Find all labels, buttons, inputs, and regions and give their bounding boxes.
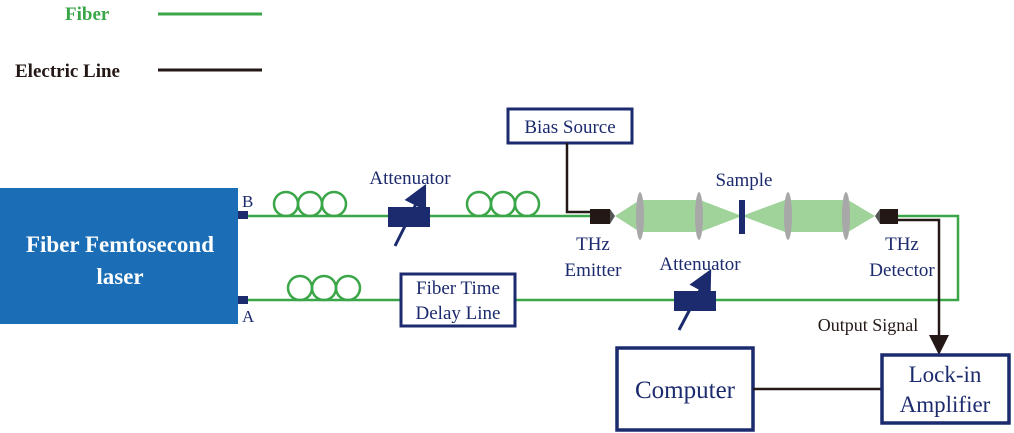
fiber-time-delay-line: Fiber Time Delay Line (399, 272, 517, 328)
fiber-coil-3 (286, 274, 362, 302)
fiber-femtosecond-laser: Fiber Femtosecond laser B A (0, 188, 255, 326)
thz-beam: Sample (615, 170, 875, 240)
thz-detector-body (880, 209, 898, 224)
fiber-coil-2 (465, 190, 541, 218)
lockin-label-line1: Lock-in (909, 362, 982, 387)
bias-source-label: Bias Source (524, 117, 615, 138)
attenuator-top-label: Attenuator (369, 168, 451, 189)
sample-plate (739, 200, 745, 234)
thz-emitter-tip (610, 209, 615, 224)
output-signal-label: Output Signal (818, 315, 919, 335)
beam-left (615, 200, 742, 232)
port-b (238, 211, 248, 219)
legend-fiber-label: Fiber (65, 4, 110, 25)
thz-detector-tip (875, 209, 880, 224)
delay-line-box (399, 272, 517, 328)
port-a (238, 296, 248, 304)
fiber-path-b: Attenuator (248, 168, 592, 247)
computer: Computer (615, 346, 755, 432)
attenuator-bottom-arrow-icon (677, 269, 712, 331)
attenuator-bottom: Attenuator (659, 254, 741, 331)
laser-label-line1: Fiber Femtosecond (26, 232, 214, 257)
lens-1 (636, 192, 644, 240)
lockin-box (880, 353, 1011, 425)
attenuator-top-arrow-icon (393, 183, 427, 247)
laser-label-line2: laser (96, 264, 143, 289)
delay-line-label-line2: Delay Line (416, 303, 501, 324)
sample-label: Sample (716, 170, 773, 191)
delay-line-label-line1: Fiber Time (416, 278, 500, 299)
thz-emitter: THz Emitter (565, 209, 623, 281)
beam-right (742, 200, 875, 232)
bias-electric-line (565, 143, 592, 214)
attenuator-top: Attenuator (369, 168, 451, 247)
bias-source: Bias Source (506, 107, 634, 214)
fiber-line-a (248, 214, 960, 302)
lens-3 (784, 192, 792, 240)
attenuator-bottom-label: Attenuator (659, 254, 741, 275)
output-signal-line (898, 218, 949, 355)
lockin-label-line2: Amplifier (900, 392, 991, 417)
thz-detector-label-line1: THz (885, 234, 919, 255)
thz-detector: THz Detector (869, 209, 935, 281)
thz-detector-label-line2: Detector (869, 260, 935, 281)
thz-emitter-label-line1: THz (576, 234, 610, 255)
bias-source-box (506, 107, 634, 145)
port-b-label: B (242, 192, 253, 211)
legend: Fiber Electric Line (15, 4, 262, 82)
fiber-coil-1 (272, 190, 348, 218)
computer-label: Computer (635, 377, 736, 404)
port-a-label: A (242, 307, 255, 326)
thz-emitter-label-line2: Emitter (565, 260, 623, 281)
lens-2 (695, 192, 703, 240)
laser-box (0, 188, 238, 324)
lens-4 (842, 192, 850, 240)
thz-emitter-body (590, 209, 610, 224)
output-signal: Output Signal (818, 218, 949, 355)
fiber-path-a: Fiber Time Delay Line Attenuator (248, 214, 960, 331)
computer-box (615, 346, 755, 432)
legend-electric-label: Electric Line (15, 61, 120, 82)
lock-in-amplifier: Lock-in Amplifier (880, 353, 1011, 425)
